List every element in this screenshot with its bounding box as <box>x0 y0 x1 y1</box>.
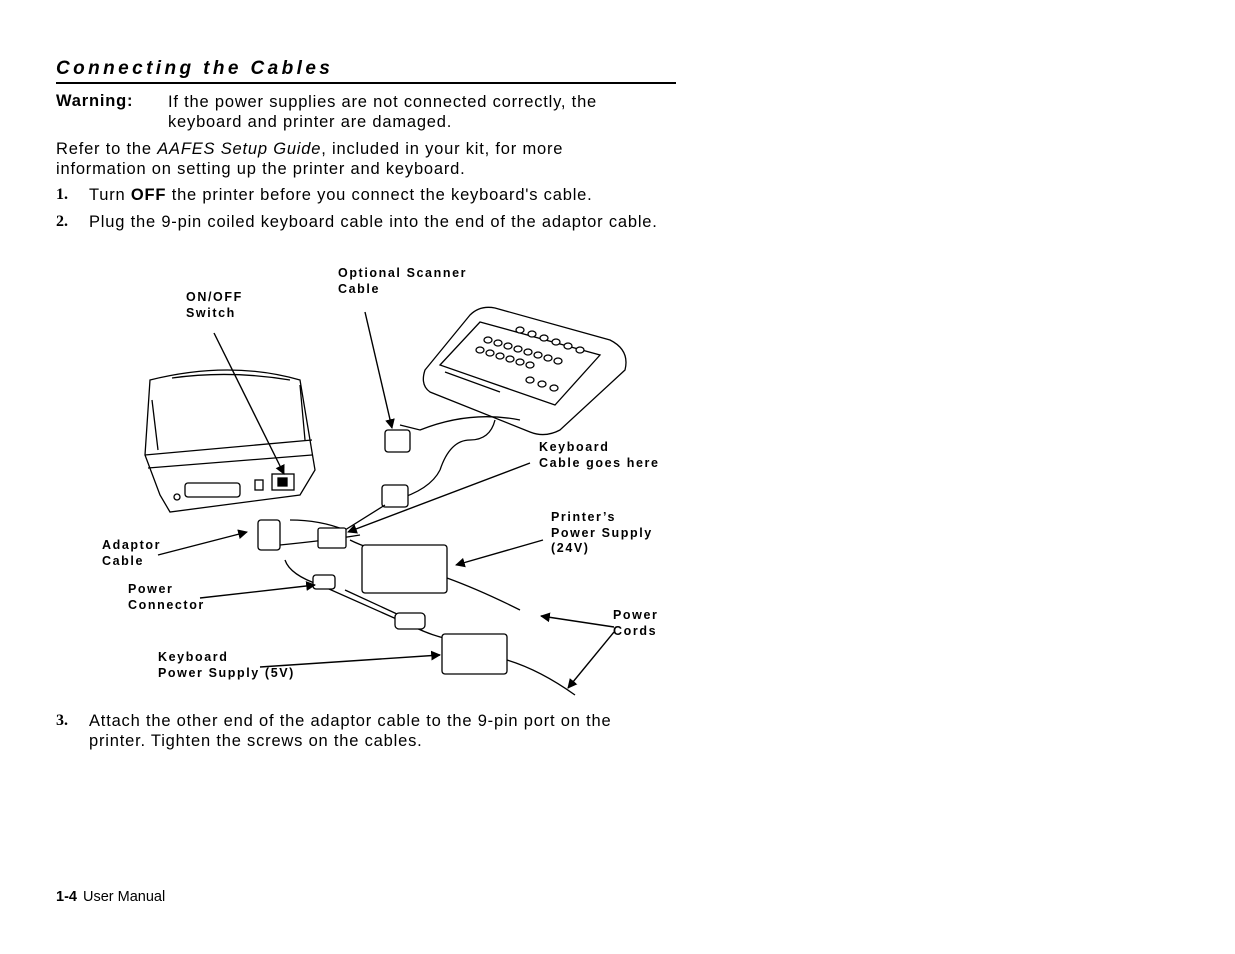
label-optional-scanner-cable: Optional Scanner Cable <box>338 266 467 297</box>
label-line: Connector <box>128 597 205 612</box>
label-line: Cords <box>613 623 658 638</box>
label-line: Keyboard <box>158 650 229 664</box>
step-1-number: 1. <box>56 186 68 203</box>
page-number: 1-4 <box>56 889 77 905</box>
step-3-number: 3. <box>56 712 68 729</box>
label-power-connector: Power Connector <box>128 582 205 613</box>
label-adaptor-cable: Adaptor Cable <box>102 538 161 569</box>
intro-after: , included in your kit, for more informa… <box>56 140 564 178</box>
label-line: Power Supply (5V) <box>158 665 295 680</box>
label-line: Power <box>613 608 659 622</box>
intro-paragraph: Refer to the AAFES Setup Guide, included… <box>56 139 656 179</box>
step-1-before: Turn <box>89 186 131 204</box>
label-line: Adaptor <box>102 538 162 552</box>
manual-title: User Manual <box>82 889 166 905</box>
label-line: Power Supply <box>551 525 653 540</box>
step-1-bold: OFF <box>130 186 167 204</box>
label-printer-power-supply: Printer’s Power Supply (24V) <box>551 510 653 557</box>
step-2-number: 2. <box>56 213 68 230</box>
label-keyboard-power-supply: Keyboard Power Supply (5V) <box>158 650 295 681</box>
label-line: (24V) <box>551 541 590 555</box>
page-footer: 1-4 User Manual <box>56 889 165 905</box>
section-heading: Connecting the Cables <box>56 58 676 84</box>
setup-guide-title: AAFES Setup Guide <box>157 140 322 158</box>
label-line: Optional Scanner <box>338 266 468 280</box>
warning-text: If the power supplies are not connected … <box>168 93 598 131</box>
cables <box>257 416 576 696</box>
label-on-off-switch: ON/OFF Switch <box>186 290 243 321</box>
label-line: Power <box>128 582 174 596</box>
label-line: Printer’s <box>551 510 617 524</box>
printer-illustration <box>144 369 316 513</box>
step-1-after: the printer before you connect the keybo… <box>166 186 593 204</box>
label-line: Cable <box>338 281 381 296</box>
step-2-text: Plug the 9-pin coiled keyboard cable int… <box>89 213 658 231</box>
label-line: Cable goes here <box>539 455 660 470</box>
label-power-cords: Power Cords <box>613 608 659 639</box>
intro-before: Refer to the <box>56 140 158 158</box>
label-line: Switch <box>186 305 236 320</box>
label-keyboard-cable: Keyboard Cable goes here <box>539 440 660 471</box>
keyboard-illustration <box>422 306 627 436</box>
warning-label: Warning: <box>56 92 134 110</box>
step-3-text: Attach the other end of the adaptor cabl… <box>89 712 612 750</box>
step-1-text: Turn OFF the printer before you connect … <box>89 185 669 205</box>
label-line: Cable <box>102 553 145 568</box>
label-line: Keyboard <box>539 440 610 454</box>
label-line: ON/OFF <box>186 290 243 304</box>
